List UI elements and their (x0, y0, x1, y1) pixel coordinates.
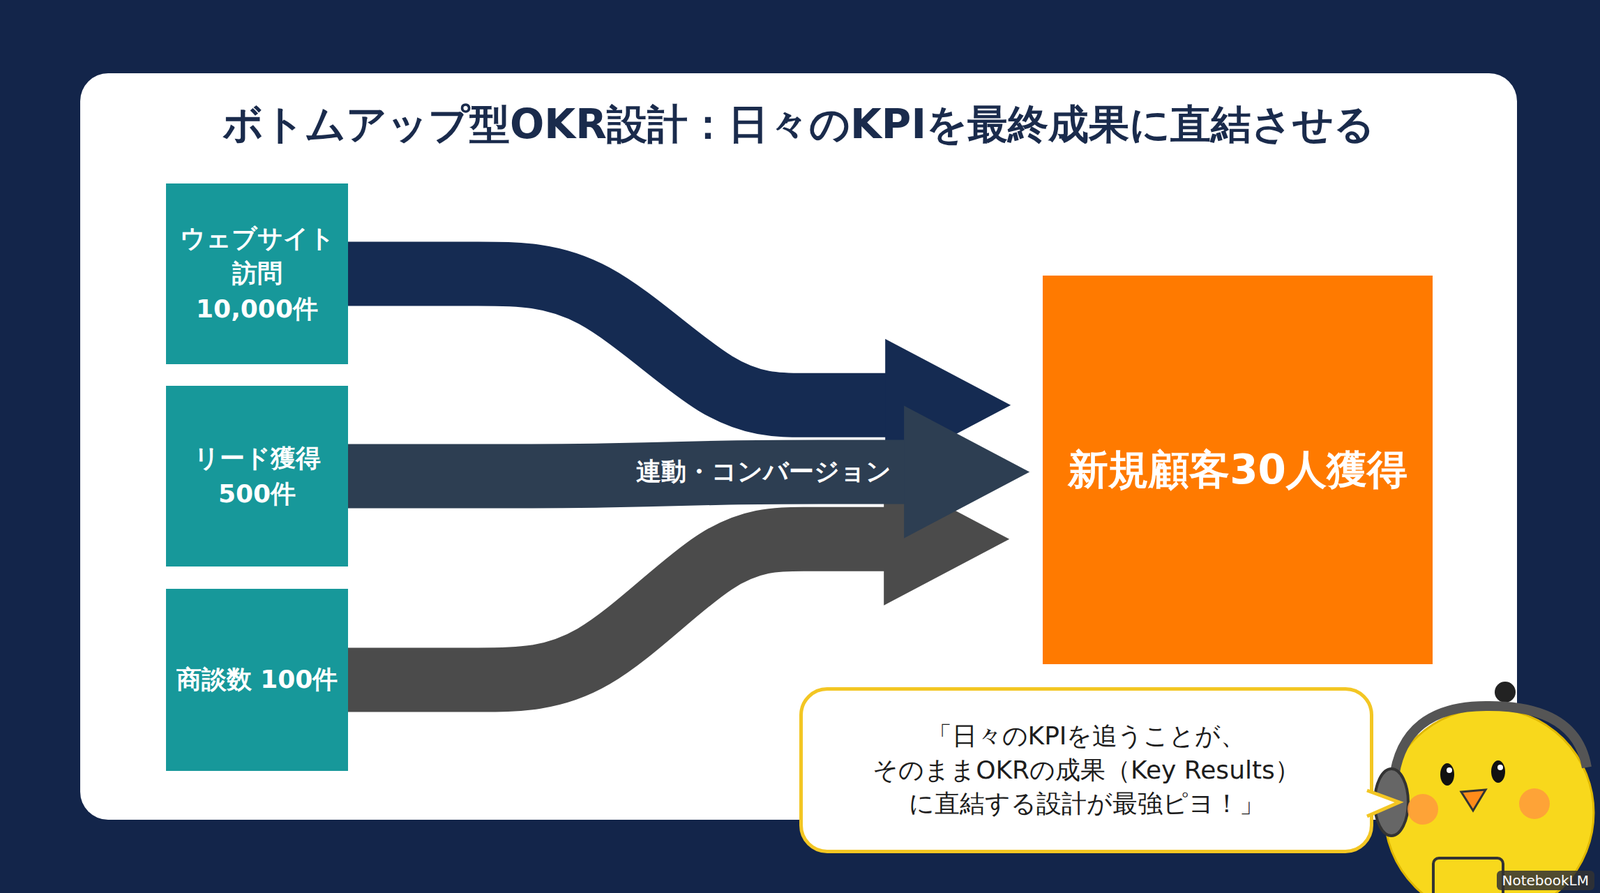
title: ボトムアップ型OKR設計：日々のKPIを最終成果に直結させる (94, 97, 1504, 153)
bubble-tail-shape (1367, 790, 1400, 817)
kpi-box: ウェブサイト 訪問 10,000件 (165, 183, 349, 365)
bubble-tail (1367, 786, 1402, 822)
speech-bubble: 「日々のKPIを追うことが、 そのままOKRの成果（Key Results） に… (799, 687, 1374, 854)
eye-shine (1497, 764, 1504, 771)
beak (1461, 789, 1486, 811)
eye-shine (1446, 767, 1453, 773)
flow-arrow (348, 405, 1030, 538)
kpi-box: 商談数 100件 (165, 588, 349, 771)
cheek (1407, 793, 1439, 825)
antenna-ball (1494, 681, 1516, 703)
badge (1433, 857, 1504, 893)
node-text: リード獲得 500件 (174, 440, 340, 512)
watermark: NotebookLM (1496, 870, 1596, 890)
flow-band (348, 274, 887, 406)
result-box: 新規顧客30人獲得 (1042, 275, 1433, 664)
eye (1440, 763, 1455, 786)
node-text: 「日々のKPIを追うことが、 そのままOKRの成果（Key Results） に… (823, 719, 1349, 821)
cheek (1519, 788, 1550, 819)
eye (1491, 760, 1506, 783)
node-text: 新規顧客30人獲得 (1067, 443, 1408, 496)
flow-band (348, 539, 886, 681)
headphone-band (1393, 705, 1587, 782)
kpi-box: リード獲得 500件 (165, 385, 349, 567)
node-text: ウェブサイト 訪問 10,000件 (174, 221, 340, 327)
node-text: 商談数 100件 (176, 661, 339, 697)
edge-label: 連動・コンバージョン (630, 453, 897, 491)
arrowhead (903, 405, 1030, 538)
